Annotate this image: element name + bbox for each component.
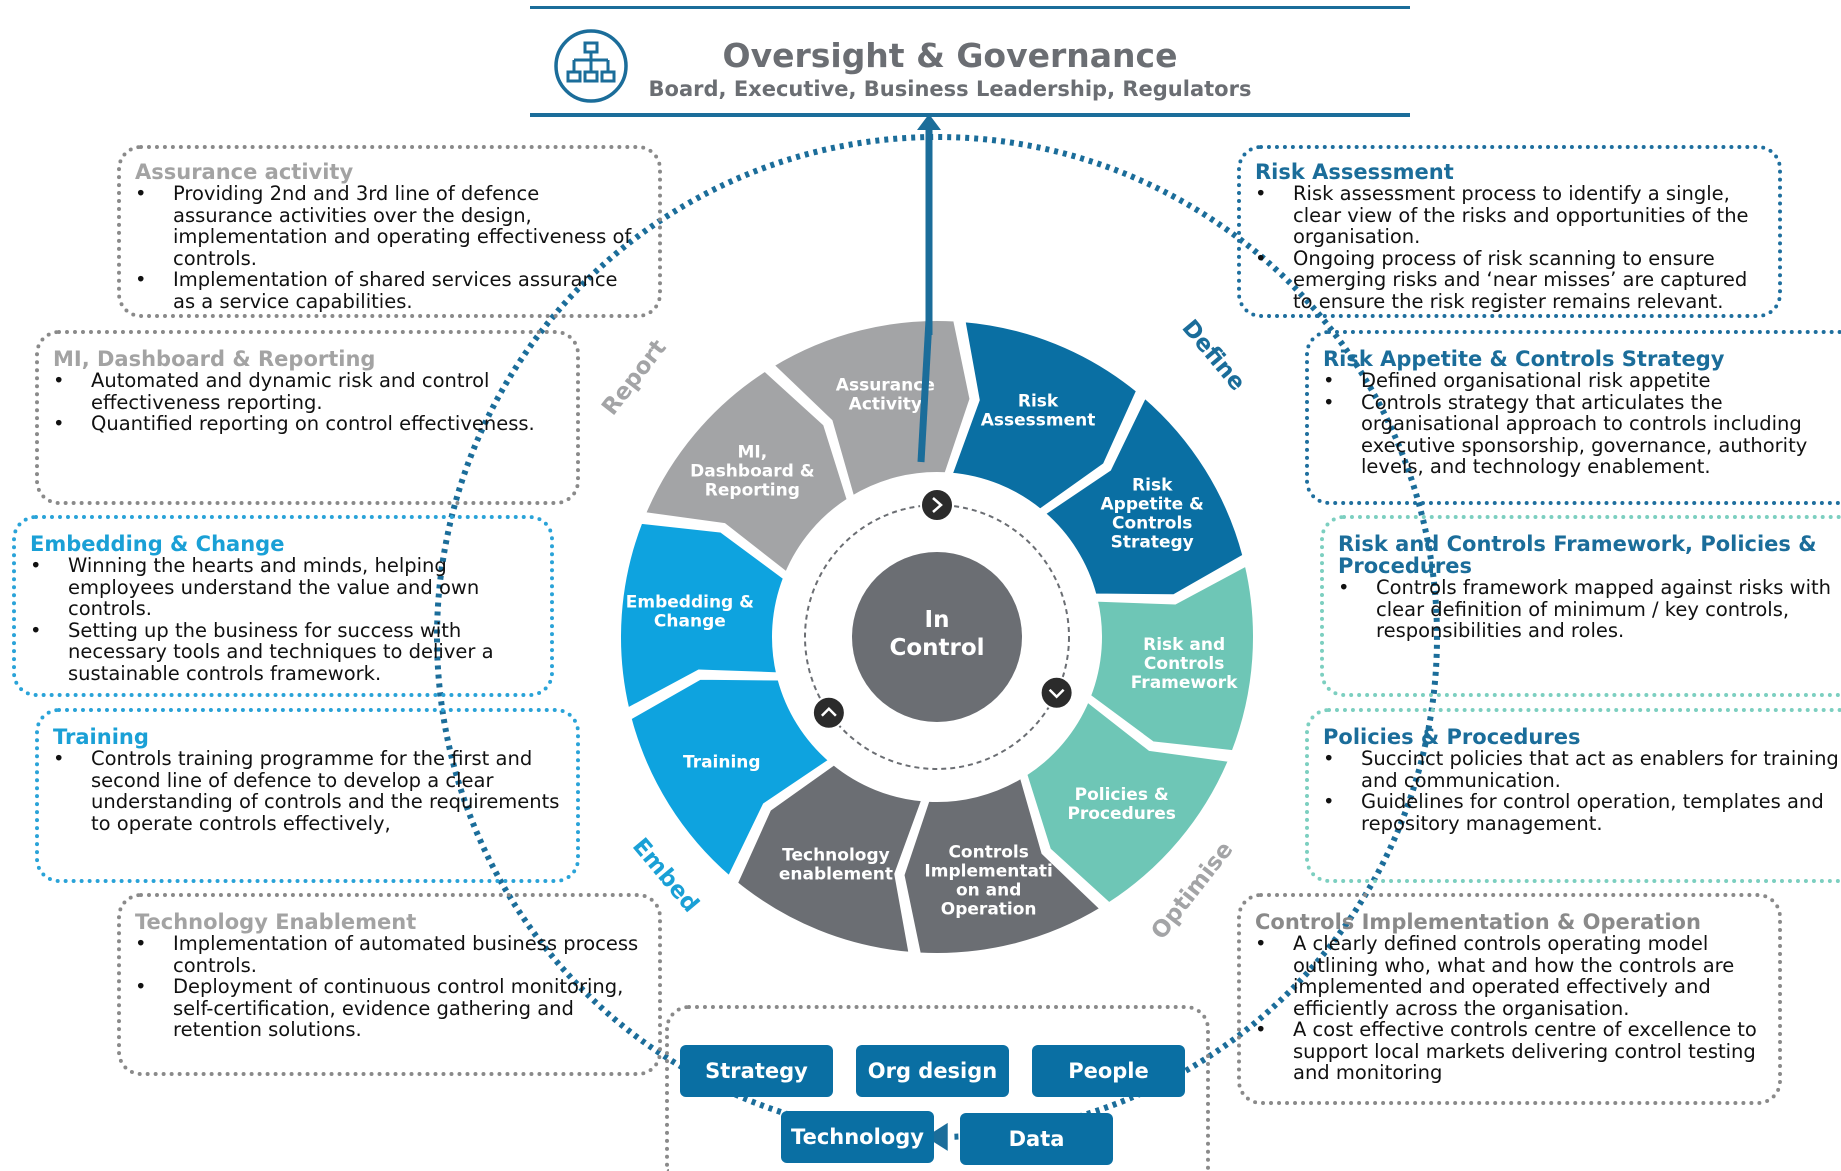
header-bottom-rule: [530, 113, 1410, 117]
enabler-data: Data: [960, 1113, 1113, 1165]
enabler-technology: Technology: [781, 1111, 934, 1163]
controls-implementation-box: Controls Implementation & Operation A cl…: [1237, 893, 1782, 1105]
cycle-segment: [640, 367, 852, 578]
cycle-direction-icon: [920, 488, 954, 522]
list-item: Defined organisational risk appetite: [1323, 370, 1841, 392]
box-title: Controls Implementation & Operation: [1255, 910, 1701, 934]
segment-label: Strategy: [1111, 532, 1194, 552]
cycle-arrowhead: [925, 1122, 948, 1151]
framework-box: Risk and Controls Framework, Policies & …: [1320, 515, 1841, 697]
list-item: Implementation of automated business pro…: [135, 933, 644, 976]
header-top-rule: [530, 6, 1410, 9]
box-title: Risk and Controls Framework, Policies & …: [1338, 532, 1817, 578]
segment-label: Procedures: [1067, 804, 1175, 824]
cycle-segment: [1022, 696, 1234, 907]
segment-label: Risk: [1132, 475, 1173, 495]
cycle-segment: [1086, 561, 1257, 755]
chevron-icon: [932, 497, 943, 513]
segment-label: MI,: [737, 443, 767, 463]
segment-label: Policies &: [1075, 785, 1169, 805]
box-title: Risk Assessment: [1255, 160, 1454, 184]
cycle-segment: [947, 317, 1141, 514]
segment-label: Assessment: [981, 410, 1096, 430]
phase-label: Report: [597, 335, 672, 420]
risk-assessment-box: Risk Assessment Risk assessment process …: [1237, 145, 1782, 318]
list-item: A cost effective controls centre of exce…: [1255, 1019, 1764, 1084]
segment-label: Controls: [1112, 513, 1192, 533]
enabler-people: People: [1032, 1045, 1185, 1097]
segment-label: Activity: [849, 394, 922, 414]
list-item: Quantified reporting on control effectiv…: [53, 413, 562, 435]
cycle-segment: [733, 760, 927, 957]
list-item: Implementation of shared services assura…: [135, 269, 644, 312]
list-item: Automated and dynamic risk and control e…: [53, 370, 562, 413]
list-item: Setting up the business for success with…: [30, 619, 536, 685]
assurance-activity-box: Assurance activity Providing 2nd and 3rd…: [117, 145, 662, 318]
policies-procedures-box: Policies & Procedures Succinct policies …: [1305, 708, 1841, 883]
box-title: MI, Dashboard & Reporting: [53, 347, 376, 371]
chevron-icon: [820, 706, 837, 717]
center-label-line1: In: [925, 607, 950, 633]
segment-label: Change: [654, 612, 726, 632]
list-item: Controls strategy that articulates the o…: [1323, 391, 1841, 478]
phase-label: Define: [1176, 315, 1250, 396]
outer-cycle-ring: [434, 134, 1440, 1140]
segment-label: on and: [956, 881, 1021, 901]
segment-label: Embedding &: [626, 593, 754, 613]
segment-label: Operation: [941, 900, 1037, 920]
cycle-segment: [900, 773, 1106, 957]
page-title: Oversight & Governance: [722, 36, 1178, 75]
chevron-icon: [1048, 688, 1065, 699]
box-title: Technology Enablement: [135, 910, 417, 934]
cycle-segment: [617, 519, 788, 713]
segment-label: Dashboard &: [690, 462, 815, 482]
risk-appetite-box: Risk Appetite & Controls Strategy Define…: [1305, 330, 1841, 505]
enabler-org-design: Org design: [856, 1045, 1009, 1097]
list-item: Providing 2nd and 3rd line of defence as…: [135, 183, 644, 269]
center-circle: [852, 552, 1022, 722]
center-label-line2: Control: [889, 635, 984, 661]
list-item: Controls training programme for the firs…: [53, 748, 562, 834]
segment-label: Framework: [1131, 673, 1238, 693]
segment-label: Training: [683, 752, 761, 772]
segment-label: Controls: [1144, 654, 1224, 674]
cycle-direction-icon: [1039, 675, 1074, 710]
enablers-box: [665, 1005, 1210, 1171]
box-title: Embedding & Change: [30, 532, 285, 556]
embedding-change-box: Embedding & Change Winning the hearts an…: [12, 515, 554, 697]
list-item: Deployment of continuous control monitor…: [135, 976, 644, 1041]
list-item: Succinct policies that act as enablers f…: [1323, 748, 1841, 791]
segment-label: Implementati: [924, 862, 1052, 882]
cycle-segment: [1040, 392, 1247, 599]
list-item: Winning the hearts and minds, helping em…: [30, 555, 536, 620]
segment-label: Controls: [948, 843, 1028, 863]
page-subtitle: Board, Executive, Business Leadership, R…: [648, 77, 1252, 101]
list-item: A clearly defined controls operating mod…: [1255, 933, 1764, 1019]
segment-label: Risk: [1018, 391, 1059, 411]
list-item: Risk assessment process to identify a si…: [1255, 183, 1764, 248]
mi-dashboard-box: MI, Dashboard & Reporting Automated and …: [35, 330, 580, 505]
escalation-arrow-base: [917, 319, 933, 463]
list-item: Guidelines for control operation, templa…: [1323, 791, 1841, 834]
segment-label: Assurance: [836, 375, 935, 395]
segment-label: Appetite &: [1101, 494, 1205, 514]
enabler-strategy: Strategy: [680, 1045, 833, 1097]
segment-label: Risk and: [1143, 635, 1225, 655]
list-item: Controls framework mapped against risks …: [1338, 577, 1841, 642]
list-item: Ongoing process of risk scanning to ensu…: [1255, 247, 1764, 313]
box-title: Policies & Procedures: [1323, 725, 1581, 749]
technology-enablement-box: Technology Enablement Implementation of …: [117, 893, 662, 1076]
segment-label: Reporting: [705, 481, 800, 501]
cycle-segment: [627, 675, 834, 882]
segment-label: enablement: [779, 865, 893, 885]
cycle-direction-icon: [811, 695, 846, 730]
box-title: Assurance activity: [135, 160, 354, 184]
box-title: Training: [53, 725, 149, 749]
escalation-arrow-head: [917, 114, 941, 130]
training-box: Training Controls training programme for…: [35, 708, 580, 883]
org-chart-icon: [552, 27, 630, 105]
segment-label: Technology: [782, 846, 890, 866]
box-title: Risk Appetite & Controls Strategy: [1323, 347, 1725, 371]
